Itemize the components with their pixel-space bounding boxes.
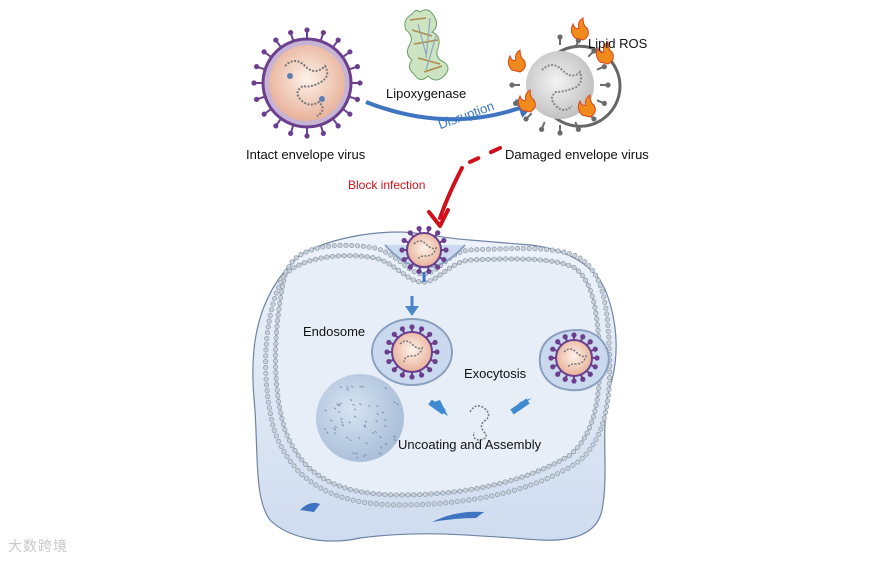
uncoating-assembly-label: Uncoating and Assembly	[398, 437, 541, 452]
intact-virus-protein	[287, 73, 293, 79]
endosome	[372, 319, 452, 385]
block-infection-arrow	[440, 168, 462, 218]
nucleus	[316, 374, 404, 462]
lipoxygenase-structure	[405, 10, 448, 80]
endosome-label: Endosome	[303, 324, 365, 339]
block-infection-label: Block infection	[348, 178, 425, 192]
intact-virus-label: Intact envelope virus	[246, 147, 365, 162]
exocytosis-label: Exocytosis	[464, 366, 526, 381]
intact-virus-capsid	[269, 45, 345, 121]
lipoxygenase-label: Lipoxygenase	[386, 86, 466, 101]
exocytosis-vesicle	[540, 330, 609, 390]
intact-virus-protein	[319, 96, 325, 102]
intact-envelope-virus	[251, 27, 362, 138]
damaged-virus-label: Damaged envelope virus	[505, 147, 649, 162]
lipid-ros-label: Lipid ROS	[588, 36, 647, 51]
watermark: 大数跨境	[8, 536, 68, 556]
block-infection-path	[470, 148, 500, 162]
